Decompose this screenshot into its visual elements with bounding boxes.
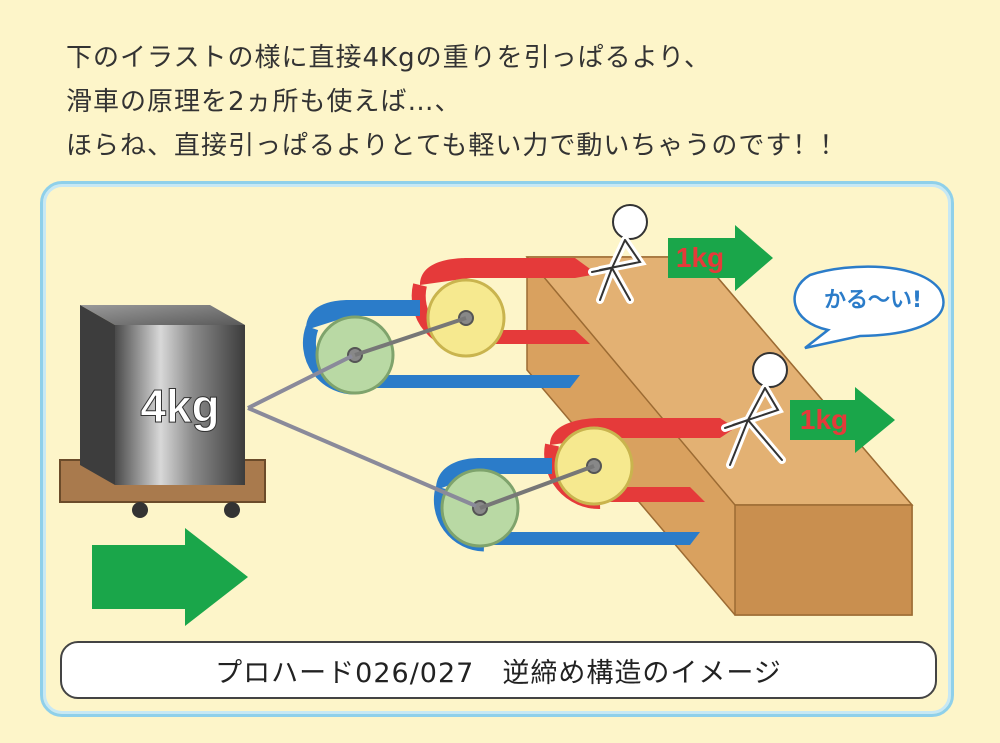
- speech-bubble-text: かる～い!: [824, 288, 922, 313]
- upper-force-label: 1kg: [676, 242, 724, 273]
- caption-box: プロハード026/027 逆締め構造のイメージ: [60, 641, 937, 699]
- intro-line-2: 滑車の原理を2ヵ所も使えば…、: [66, 87, 462, 117]
- illustration-frame: [40, 181, 954, 717]
- upper-pulley-assembly: [302, 258, 597, 395]
- caption-text: プロハード026/027 逆締め構造のイメージ: [215, 657, 782, 689]
- ropes: [247, 354, 477, 508]
- weight-block: [59, 305, 266, 518]
- weight-label: 4kg: [140, 380, 219, 432]
- speech-bubble: [793, 265, 945, 350]
- lower-force-arrow-icon: [790, 387, 895, 453]
- upper-stick-figure: [588, 204, 648, 304]
- lower-pulley-assembly: [433, 418, 735, 552]
- intro-text: 下のイラストの様に直接4Kgの重りを引っぱるより、 滑車の原理を2ヵ所も使えば……: [66, 36, 966, 168]
- upper-force-arrow-icon: [668, 225, 773, 291]
- movement-arrow-icon: [92, 528, 248, 626]
- intro-line-3: ほらね、直接引っぱるよりとても軽い力で動いちゃうのです！！: [66, 131, 847, 161]
- lower-stick-figure: [721, 352, 788, 469]
- intro-line-1: 下のイラストの様に直接4Kgの重りを引っぱるより、: [66, 43, 712, 73]
- lower-force-label: 1kg: [800, 404, 848, 435]
